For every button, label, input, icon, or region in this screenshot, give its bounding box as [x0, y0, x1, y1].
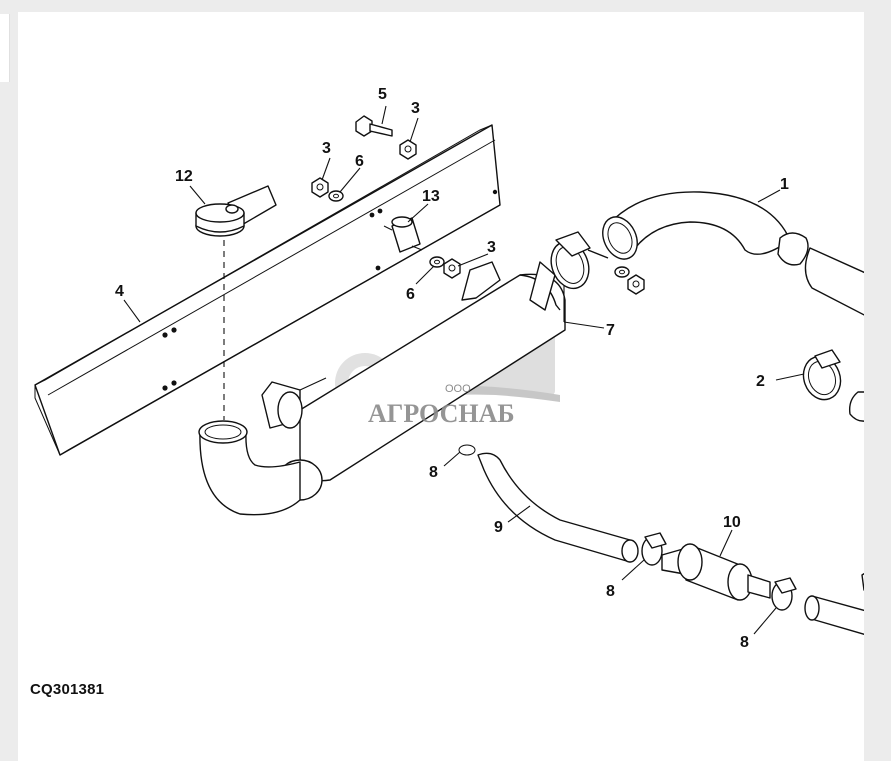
outlet-hose	[804, 572, 864, 635]
inlet-elbow	[198, 420, 301, 516]
callout-6-top: 6	[355, 153, 364, 170]
inline-filter	[661, 543, 771, 601]
callout-3-left: 3	[322, 140, 331, 157]
washer-left	[328, 190, 344, 202]
callout-1: 1	[780, 176, 789, 193]
watermark-text: ООО АГРОСНАБ	[368, 383, 515, 428]
callout-6-middle: 6	[406, 286, 415, 303]
callout-3-top: 3	[411, 100, 420, 117]
hose-clamp-lower-right	[771, 577, 797, 611]
drain-hose	[458, 444, 639, 563]
callout-2: 2	[756, 373, 765, 390]
rubber-isolator	[383, 216, 423, 253]
nut-right	[627, 274, 645, 295]
upper-hose	[602, 191, 864, 316]
callout-8-lower-right: 8	[740, 634, 749, 651]
callout-8-upper: 8	[429, 464, 438, 481]
hose-clamp-right	[802, 349, 864, 422]
callout-3-middle: 3	[487, 239, 496, 256]
callout-13: 13	[422, 188, 440, 205]
figure-code: CQ301381	[30, 681, 105, 698]
callout-8-lower-left: 8	[606, 583, 615, 600]
washer-right	[614, 266, 630, 278]
exhaust-cap	[195, 185, 277, 237]
callout-5: 5	[378, 86, 387, 103]
mounting-rail	[34, 124, 501, 456]
hose-clamp-lower-left	[641, 532, 667, 566]
adjacent-panel-edge	[0, 14, 10, 82]
callout-7: 7	[606, 322, 615, 339]
callout-9: 9	[494, 519, 503, 536]
callout-4: 4	[115, 283, 124, 300]
nut-upper	[399, 139, 417, 160]
leader-lines	[123, 105, 805, 635]
muffler-clamp	[550, 231, 609, 290]
nut-left	[311, 177, 329, 198]
bolt	[355, 115, 393, 137]
watermark-legal-form: ООО	[445, 383, 471, 395]
nut-middle	[443, 258, 461, 279]
watermark-brand: АГРОСНАБ	[368, 399, 515, 428]
callout-labels: 5 3 3 6 12 13 3 6 4 7 1 2 8 9 8 8 10	[115, 86, 789, 651]
callout-12: 12	[175, 168, 193, 185]
washer-middle	[429, 256, 445, 268]
callout-10: 10	[723, 514, 741, 531]
